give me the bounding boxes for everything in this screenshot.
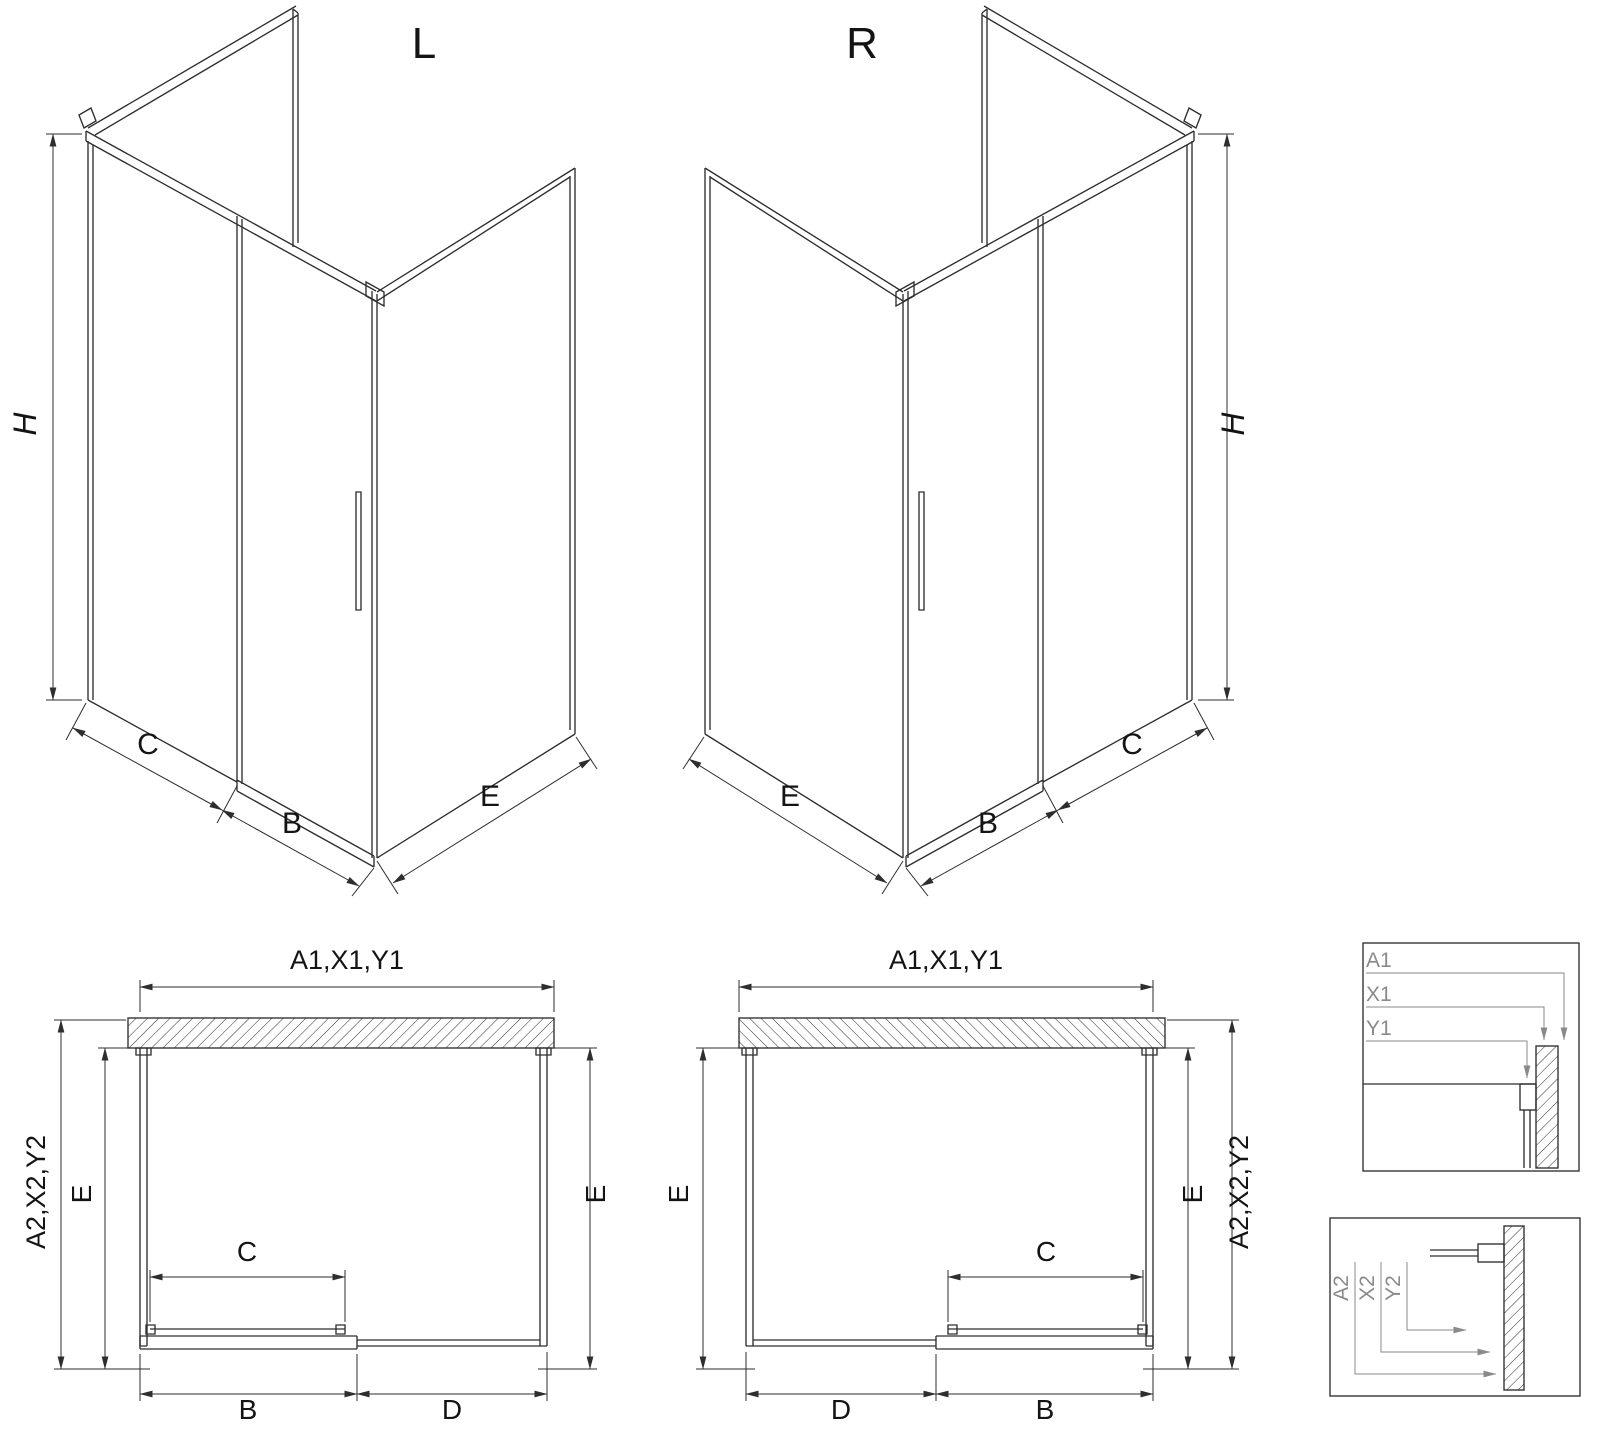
detail-top-label-x1: X1 [1366,983,1392,1006]
plan-left-dim-e-left: E [66,1185,97,1204]
detail-top-profile [1519,1083,1537,1111]
detail-top-leader-a1 [1366,972,1568,1041]
iso-left-dim-e: E [480,780,500,813]
detail-bottom-label-y2: Y2 [1382,1275,1405,1301]
iso-right-linework [683,6,1234,896]
plan-right-dim-a2: A2,X2,Y2 [1224,1135,1254,1249]
detail-top-glass [1523,1110,1531,1168]
iso-left-view: L H C B E [7,6,597,896]
plan-right-dim-a1: A1,X1,Y1 [889,945,1003,975]
iso-left-dim-b: B [282,807,302,840]
plan-left-view: A1,X1,Y1 A2,X2,Y2 E E C B D [21,945,611,1425]
detail-bottom-label-a2: A2 [1330,1275,1353,1301]
detail-top-frame [1362,942,1580,1172]
plan-right-dim-b: B [1036,1394,1055,1425]
plan-right-dim-d: D [831,1394,851,1425]
plan-right-linework [696,980,1239,1401]
detail-bottom-leader-x2 [1380,1262,1491,1356]
detail-bottom-leader-y2 [1406,1262,1467,1334]
detail-bottom-profile [1477,1243,1505,1263]
plan-left-dim-d: D [442,1394,462,1425]
iso-right-dim-e: E [780,780,800,813]
detail-bottom-view: A2 X2 Y2 [1329,1217,1581,1397]
iso-right-view-label: R [846,19,878,68]
detail-top-view: A1 X1 Y1 [1362,942,1580,1172]
plan-right-view: A1,X1,Y1 A2,X2,Y2 E E C B D [663,945,1254,1425]
plan-left-dim-a1: A1,X1,Y1 [290,945,404,975]
iso-right-view: R H C B E [683,6,1251,896]
detail-bottom-wall-hatch [1503,1225,1525,1391]
detail-top-leader-x1 [1366,1006,1548,1041]
detail-bottom-leader-a2 [1354,1262,1497,1378]
iso-right-dim-h: H [1215,412,1251,436]
plan-right-dim-e-right: E [1177,1185,1208,1204]
iso-right-dim-b: B [978,807,998,840]
plan-left-dim-e-right: E [580,1185,611,1204]
iso-left-linework [46,6,597,896]
plan-left-dim-b: B [239,1394,258,1425]
plan-left-dim-c: C [237,1236,257,1267]
plan-left-linework [54,980,597,1401]
iso-left-view-label: L [412,19,436,68]
detail-top-wall-hatch [1535,1045,1559,1169]
plan-right-dim-c: C [1036,1236,1056,1267]
detail-top-leader-y1 [1366,1040,1531,1079]
plan-left-dim-a2: A2,X2,Y2 [21,1135,51,1249]
detail-bottom-frame [1329,1217,1581,1397]
detail-bottom-label-x2: X2 [1356,1275,1379,1301]
iso-left-dim-h: H [7,412,43,436]
plan-right-dim-e-left: E [663,1185,694,1204]
detail-top-label-a1: A1 [1366,949,1392,972]
iso-right-dim-c: C [1121,728,1143,761]
detail-bottom-glass [1430,1249,1478,1257]
detail-top-label-y1: Y1 [1366,1017,1392,1040]
iso-left-dim-c: C [137,728,159,761]
